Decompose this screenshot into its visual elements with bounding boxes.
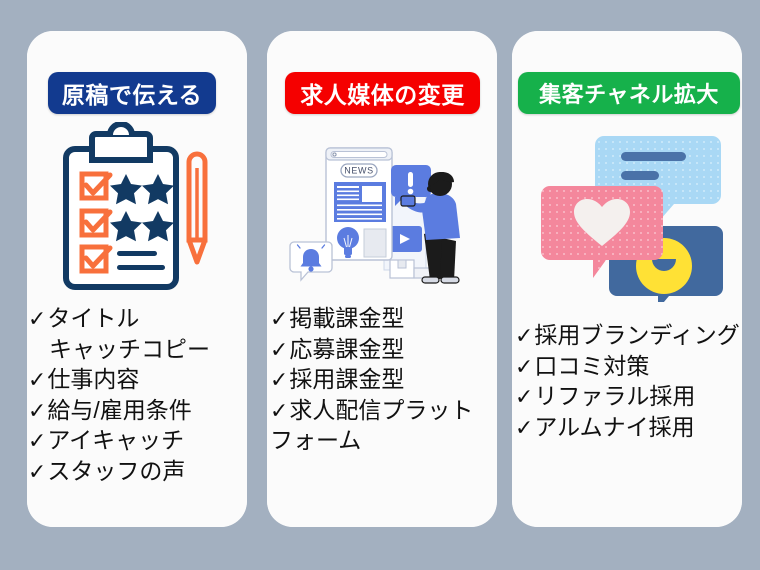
svg-text:NEWS: NEWS [344,166,373,176]
clipboard-checklist-pencil-icon [55,122,225,290]
list-item-label: 給与/雇用条件 [47,396,192,423]
list-item: フォーム [270,425,473,456]
list-item-label: フォーム [270,427,362,454]
badge-label: 求人媒体の変更 [300,82,465,108]
check-icon: ✓ [28,367,47,393]
list-item-label: アルムナイ採用 [534,413,695,440]
list-item: ✓タイトル [28,303,210,334]
list-item: ✓口コミ対策 [515,351,740,382]
badge-label: 集客チャネル拡大 [539,82,719,107]
check-icon: ✓ [515,384,534,410]
check-icon: ✓ [270,397,289,423]
list-card-1: ✓タイトル キャッチコピー ✓仕事内容 ✓給与/雇用条件 ✓アイキャッチ ✓スタ… [28,303,210,486]
list-item: ✓アイキャッチ [28,425,210,456]
list-item: ✓リファラル採用 [515,381,740,412]
list-item: ✓アルムナイ採用 [515,412,740,443]
check-icon: ✓ [28,458,47,484]
list-item-label: キャッチコピー [49,335,210,362]
check-icon: ✓ [270,336,289,362]
check-icon: ✓ [515,353,534,379]
list-item-label: 採用ブランディング [534,322,740,348]
check-icon: ✓ [28,397,47,423]
list-item-label: 採用課金型 [289,366,405,393]
list-item-label: アイキャッチ [47,427,185,454]
badge-card-3: 集客チャネル拡大 [518,72,740,114]
list-card-3: ✓採用ブランディング ✓口コミ対策 ✓リファラル採用 ✓アルムナイ採用 [515,320,740,442]
list-item: ✓スタッフの声 [28,456,210,487]
badge-card-1: 原稿で伝える [48,72,216,114]
person-news-media-icon: NEWS [288,134,484,296]
check-icon: ✓ [28,428,47,454]
list-item: キャッチコピー [28,334,210,365]
list-item: ✓仕事内容 [28,364,210,395]
badge-label: 原稿で伝える [61,82,203,108]
list-item-label: リファラル採用 [534,383,696,410]
list-item-label: 応募課金型 [289,335,405,362]
list-item-label: 掲載課金型 [289,305,405,331]
list-item: ✓掲載課金型 [270,303,473,334]
check-icon: ✓ [270,306,289,331]
chat-bubbles-heart-smiley-icon [534,126,724,302]
check-icon: ✓ [515,414,534,440]
list-item-label: 求人配信プラット [289,396,474,423]
badge-card-2: 求人媒体の変更 [285,72,480,114]
list-item-label: スタッフの声 [47,457,186,484]
list-item: ✓応募課金型 [270,334,473,365]
list-item: ✓求人配信プラット [270,395,473,426]
list-item-label: タイトル [47,305,140,331]
check-icon: ✓ [270,367,289,393]
list-item-label: 口コミ対策 [534,352,650,379]
list-item: ✓給与/雇用条件 [28,395,210,426]
list-item: ✓採用ブランディング [515,320,740,351]
list-item-label: 仕事内容 [47,366,140,393]
list-card-2: ✓掲載課金型 ✓応募課金型 ✓採用課金型 ✓求人配信プラット フォーム [270,303,473,456]
check-icon: ✓ [515,323,534,348]
list-item: ✓採用課金型 [270,364,473,395]
check-icon: ✓ [28,306,47,331]
